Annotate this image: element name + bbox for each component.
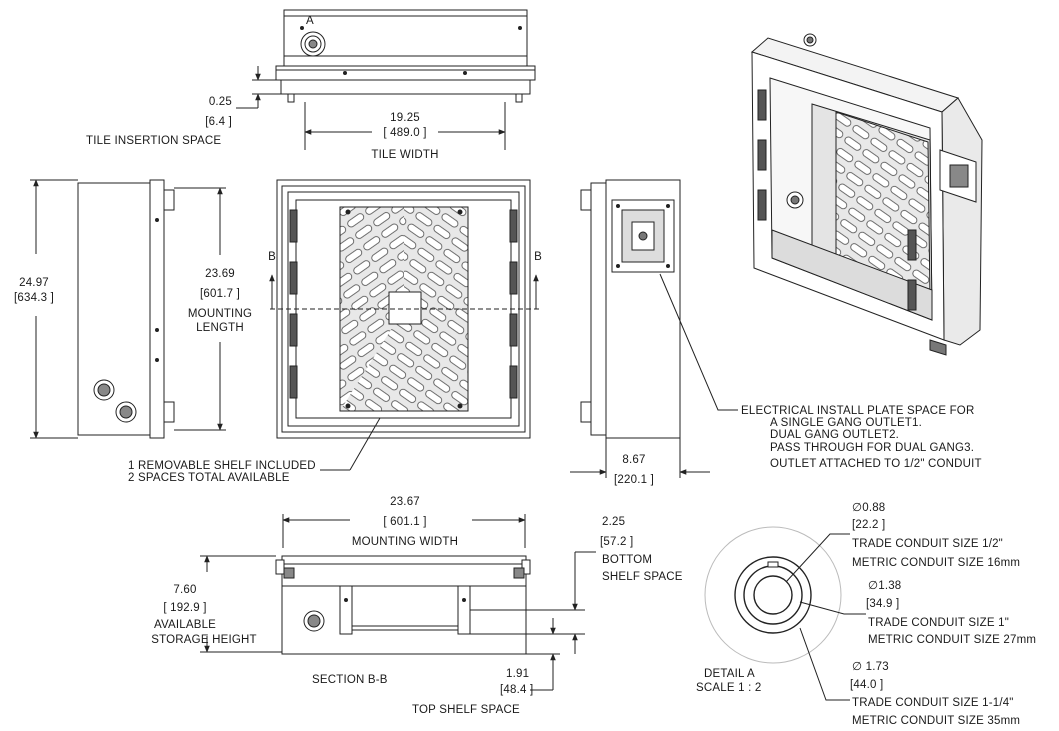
side-view-right — [570, 180, 738, 478]
plate-note-line-5: OUTLET ATTACHED TO 1/2" CONDUIT — [770, 458, 982, 470]
conduit-3-metric: [44.0 ] — [850, 679, 884, 691]
plate-note-line-4: PASS THROUGH FOR DUAL GANG3. — [770, 442, 975, 454]
conduit-3-diameter: ∅ 1.73 — [852, 661, 889, 673]
top-shelf-label: TOP SHELF SPACE — [412, 704, 520, 716]
section-marker-right: B — [534, 251, 542, 263]
plate-note-line-1: ELECTRICAL INSTALL PLATE SPACE FOR — [741, 405, 975, 417]
conduit-2-metric-size: METRIC CONDUIT SIZE 27mm — [868, 634, 1037, 646]
conduit-3-metric-size: METRIC CONDUIT SIZE 35mm — [852, 715, 1021, 727]
bottom-shelf-label-1: BOTTOM — [602, 554, 653, 566]
mounting-width-label: MOUNTING WIDTH — [351, 536, 459, 548]
tile-gap-label: TILE INSERTION SPACE — [86, 135, 222, 147]
section-b-b-view — [200, 514, 596, 690]
storage-height-metric: [ 192.9 ] — [163, 602, 207, 614]
overall-height-value: 24.97 — [19, 277, 49, 289]
mounting-length-value: 23.69 — [205, 268, 235, 280]
section-title: SECTION B-B — [312, 674, 388, 686]
conduit-2-trade-size: TRADE CONDUIT SIZE 1" — [868, 617, 1009, 629]
depth-value: 8.67 — [622, 454, 646, 466]
detail-a-scale: SCALE 1 : 2 — [696, 682, 762, 694]
shelf-note-line-1: 1 REMOVABLE SHELF INCLUDED — [128, 460, 316, 472]
conduit-1-metric-size: METRIC CONDUIT SIZE 16mm — [852, 557, 1021, 569]
isometric-view — [752, 34, 982, 355]
tile-gap-value: 0.25 — [208, 96, 232, 108]
tile-width-value: 19.25 — [390, 112, 420, 124]
mounting-length-label-1: MOUNTING — [187, 308, 253, 320]
conduit-1-metric: [22.2 ] — [852, 519, 886, 531]
bottom-shelf-metric: [57.2 ] — [600, 536, 634, 548]
tile-width-metric: [ 489.0 ] — [383, 127, 427, 139]
mounting-width-value: 23.67 — [390, 496, 420, 508]
conduit-1-trade-size: TRADE CONDUIT SIZE 1/2" — [852, 538, 1003, 550]
detail-a-title: DETAIL A — [704, 668, 755, 680]
mounting-width-metric: [ 601.1 ] — [383, 516, 427, 528]
top-view — [236, 10, 535, 150]
detail-a-view — [705, 527, 866, 700]
bottom-shelf-label-2: SHELF SPACE — [602, 571, 683, 583]
mounting-length-metric: [601.7 ] — [200, 288, 240, 300]
conduit-1-diameter: ∅0.88 — [852, 502, 886, 514]
shelf-note-line-2: 2 SPACES TOTAL AVAILABLE — [128, 472, 290, 484]
conduit-2-diameter: ∅1.38 — [868, 580, 902, 592]
detail-marker-a: A — [306, 15, 314, 27]
tile-width-label: TILE WIDTH — [371, 149, 439, 161]
top-shelf-metric: [48.4 ] — [500, 684, 534, 696]
plate-note-line-2: A SINGLE GANG OUTLET1. — [770, 417, 923, 429]
plate-note-line-3: DUAL GANG OUTLET2. — [770, 429, 900, 441]
tile-gap-metric: [6.4 ] — [205, 116, 232, 128]
front-view — [269, 180, 540, 470]
top-shelf-value: 1.91 — [506, 668, 530, 680]
depth-metric: [220.1 ] — [614, 474, 654, 486]
mounting-length-label-2: LENGTH — [196, 322, 244, 334]
bottom-shelf-value: 2.25 — [602, 516, 626, 528]
section-marker-left: B — [268, 251, 276, 263]
conduit-3-trade-size: TRADE CONDUIT SIZE 1-1/4" — [852, 697, 1014, 709]
storage-height-label-1: AVAILABLE — [153, 619, 217, 631]
conduit-2-metric: [34.9 ] — [866, 598, 900, 610]
overall-height-metric: [634.3 ] — [14, 292, 54, 304]
side-view-left — [30, 179, 226, 439]
storage-height-label-2: STORAGE HEIGHT — [151, 634, 257, 646]
storage-height-value: 7.60 — [173, 584, 197, 596]
